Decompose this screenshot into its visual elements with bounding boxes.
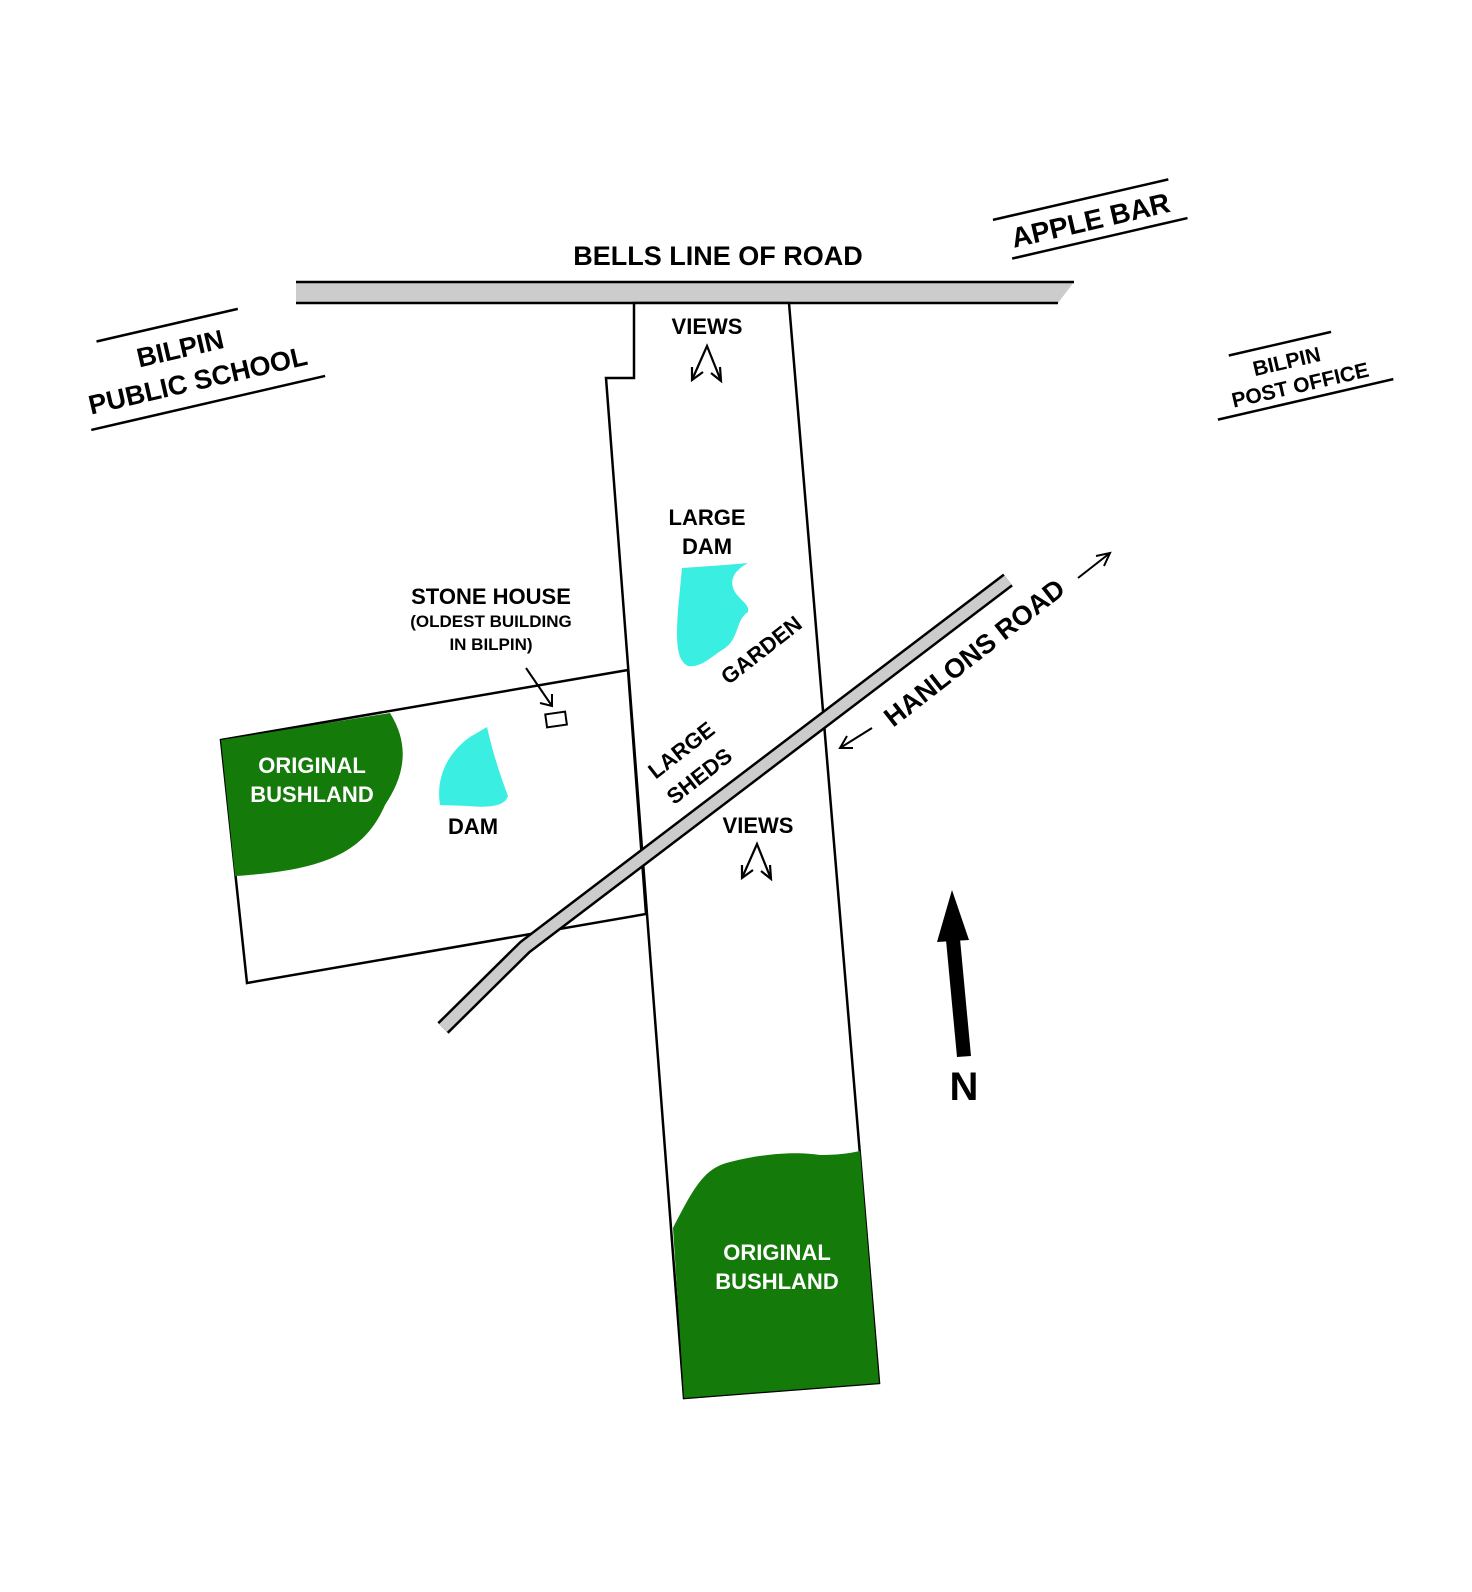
bushland-west [221, 713, 403, 876]
large-dam-label-line1: LARGE [669, 505, 746, 530]
views-arrow-south-icon [740, 841, 773, 882]
hanlons-road [437, 573, 1013, 1034]
bells-line-road [296, 280, 1074, 305]
bells-line-road-label: BELLS LINE OF ROAD [573, 241, 863, 271]
hanlons-arrow-sw-icon [838, 727, 873, 749]
large-dam-label-line2: DAM [682, 534, 732, 559]
stone-house-label-line2: (OLDEST BUILDING [410, 612, 572, 631]
large-dam [677, 563, 749, 667]
bushland-west-label-line1: ORIGINAL [258, 753, 366, 778]
bushland-south-label-line1: ORIGINAL [723, 1240, 831, 1265]
stone-house-icon [544, 710, 569, 729]
dam-label: DAM [448, 814, 498, 839]
hanlons-arrow-ne-icon [1077, 551, 1112, 579]
views-arrow-north-icon [690, 343, 723, 384]
stone-house-arrow-icon [525, 667, 553, 708]
north-arrow-icon [937, 890, 971, 1057]
views-south-label: VIEWS [723, 813, 794, 838]
views-north-label: VIEWS [672, 314, 743, 339]
bushland-south-label-line2: BUSHLAND [715, 1269, 838, 1294]
north-label: N [950, 1065, 979, 1109]
apple-bar-marker: APPLE BAR [992, 178, 1188, 260]
public-school-marker: BILPIN PUBLIC SCHOOL [86, 307, 326, 432]
bushland-west-label-line2: BUSHLAND [250, 782, 373, 807]
stone-house-label-line1: STONE HOUSE [411, 584, 571, 609]
bushland-south [673, 1151, 879, 1398]
stone-house-label-line3: IN BILPIN) [449, 635, 532, 654]
small-dam [439, 727, 508, 807]
post-office-marker: BILPIN POST OFFICE [1217, 330, 1394, 421]
